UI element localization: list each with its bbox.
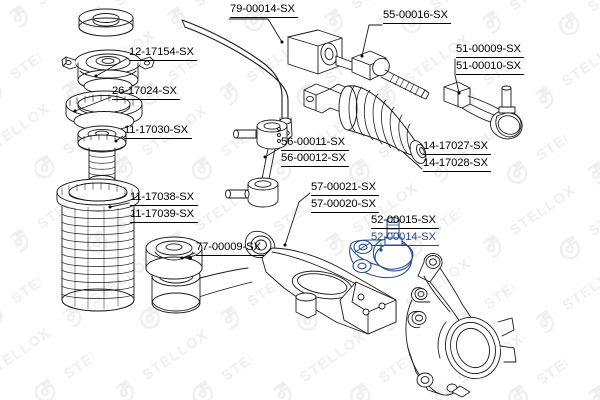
part-label-79-00014-sx: 79-00014-SX	[230, 3, 295, 15]
part-bump-stop	[77, 125, 127, 186]
part-label-underline	[311, 212, 379, 213]
part-label-52-00015-sx: 52-00015-SX	[371, 214, 436, 226]
leader-dots	[73, 40, 461, 260]
part-label-underline	[112, 99, 180, 100]
part-label-51-00009-sx: 51-00009-SX	[456, 43, 521, 55]
part-label-underline	[423, 154, 491, 155]
leader-56-00011	[264, 147, 281, 158]
part-label-underline	[129, 60, 197, 61]
leader-77-00009	[181, 252, 196, 259]
leader-26-17024	[74, 96, 112, 112]
part-label-56-00011-sx: 56-00011-SX	[281, 136, 345, 148]
part-label-14-17027-sx: 14-17027-SX	[423, 140, 488, 152]
part-stabilizer-bar-bushing	[287, 29, 343, 75]
leader-12-17154b	[95, 57, 129, 77]
part-label-underline	[371, 228, 439, 229]
leader-79-00014	[228, 18, 283, 43]
leader-51-00009	[454, 58, 460, 94]
part-label-12-17154-sx: 12-17154-SX	[129, 46, 194, 58]
part-strut-bearing	[65, 90, 143, 131]
part-label-11-17039-sx: 11-17039-SX	[130, 208, 194, 220]
part-label-55-00016-sx: 55-00016-SX	[383, 9, 448, 21]
part-label-77-00009-sx: 77-00009-SX	[196, 241, 261, 253]
part-label-51-00010-sx: 51-00010-SX	[456, 60, 521, 72]
part-label-underline	[130, 222, 198, 223]
part-label-14-17028-sx: 14-17028-SX	[423, 157, 488, 169]
part-strut-mount	[61, 49, 155, 94]
part-label-underline	[196, 255, 264, 256]
part-steering-knuckle	[405, 253, 517, 398]
part-label-underline	[230, 17, 298, 18]
part-label-underline	[423, 171, 491, 172]
part-strut-mount-cap	[78, 8, 134, 37]
part-label-11-17030-sx: 11-17030-SX	[124, 124, 188, 136]
part-label-26-17024-sx: 26-17024-SX	[112, 85, 177, 97]
part-label-underline	[383, 23, 451, 24]
part-inner-tie-rod	[335, 50, 430, 100]
part-label-underline	[456, 74, 524, 75]
leader-57-00021	[284, 192, 311, 246]
leader-lines	[74, 18, 460, 259]
part-label-underline	[124, 138, 192, 139]
leader-11-17038	[109, 202, 130, 208]
part-label-57-00020-sx: 57-00020-SX	[311, 198, 376, 210]
part-label-underline	[281, 150, 349, 151]
part-label-underline	[281, 166, 349, 167]
part-dust-boot	[56, 178, 140, 312]
part-stabilizer-link	[225, 119, 288, 208]
part-outer-tie-rod-end	[443, 81, 523, 140]
leader-14-17027	[402, 151, 423, 170]
leader-52-00014	[354, 242, 371, 253]
part-label-underline	[311, 195, 379, 196]
part-label-underline	[456, 57, 524, 58]
part-label-underline	[130, 205, 198, 206]
part-label-56-00012-sx: 56-00012-SX	[281, 152, 346, 164]
part-label-57-00021-sx: 57-00021-SX	[311, 181, 376, 193]
part-label-11-17038-sx: 11-17038-SX	[130, 191, 194, 203]
leader-55-00016	[361, 24, 383, 57]
part-label-underline	[371, 245, 439, 246]
part-label-52-00014-sx: 52-00014-SX	[371, 231, 436, 243]
